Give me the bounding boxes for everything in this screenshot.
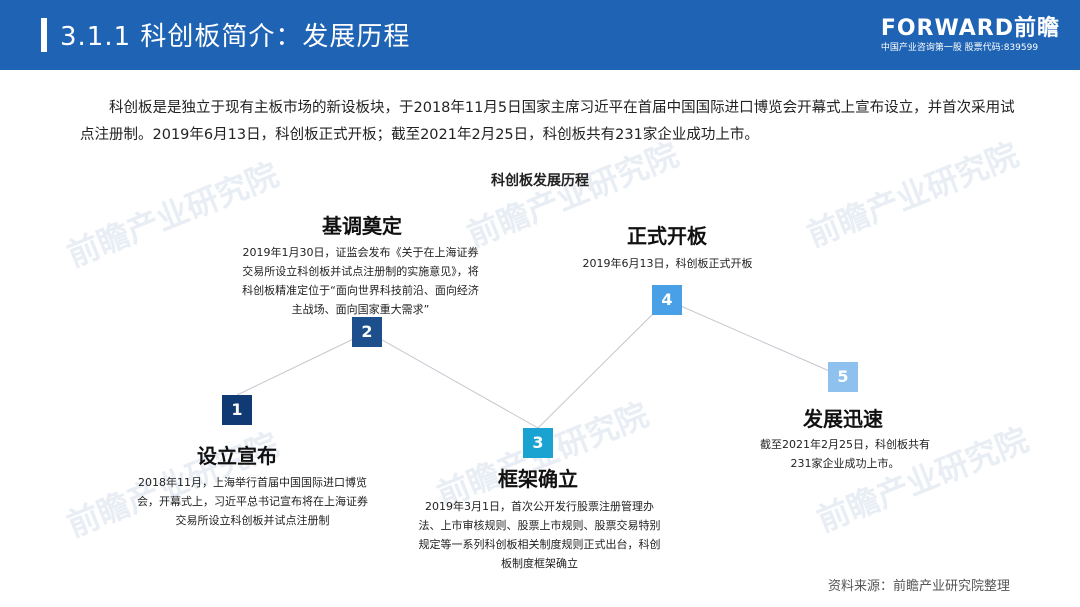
stage-4-title: 正式开板 (627, 224, 707, 248)
page-title: 3.1.1 科创板简介：发展历程 (60, 22, 411, 52)
stage-5-description: 截至2021年2月25日，科创板共有231家企业成功上市。 (760, 438, 930, 470)
stage-1-title: 设立宣布 (197, 444, 277, 468)
brand-logo: FORWARD前瞻 中国产业咨询第一股 股票代码:839599 (881, 18, 1060, 54)
diagram-title: 科创板发展历程 (491, 173, 589, 189)
stage-5-marker: 5 (828, 362, 858, 392)
stage-4-description: 2019年6月13日，科创板正式开板 (582, 257, 753, 270)
stage-2-title: 基调奠定 (322, 214, 402, 238)
stage-2-description: 2019年1月30日，证监会发布《关于在上海证券交易所设立科创板并试点注册制的实… (242, 246, 479, 316)
header-banner: 3.1.1 科创板简介：发展历程 FORWARD前瞻 中国产业咨询第一股 股票代… (0, 0, 1080, 70)
logo-subtitle: 中国产业咨询第一股 股票代码:839599 (880, 43, 1039, 53)
stage-3-marker: 3 (523, 428, 553, 458)
stage-2-marker: 2 (352, 317, 382, 347)
logo-text: FORWARD前瞻 (880, 16, 1060, 41)
intro-paragraph: 科创板是是独立于现有主板市场的新设板块，于2018年11月5日国家主席习近平在首… (80, 100, 1015, 143)
stage-5-title: 发展迅速 (803, 407, 883, 431)
stage-1-description: 2018年11月，上海举行首届中国国际进口博览会，开幕式上，习近平总书记宣布将在… (137, 476, 368, 527)
stage-3-title: 框架确立 (498, 467, 578, 491)
stage-3-description: 2019年3月1日，首次公开发行股票注册管理办法、上市审核规则、股票上市规则、股… (418, 500, 661, 570)
source-note: 资料来源：前瞻产业研究院整理 (827, 579, 1010, 594)
header-accent-bar (41, 18, 47, 52)
timeline-line (236, 299, 844, 429)
stage-4-marker: 4 (652, 285, 682, 315)
stage-1-marker: 1 (222, 395, 252, 425)
